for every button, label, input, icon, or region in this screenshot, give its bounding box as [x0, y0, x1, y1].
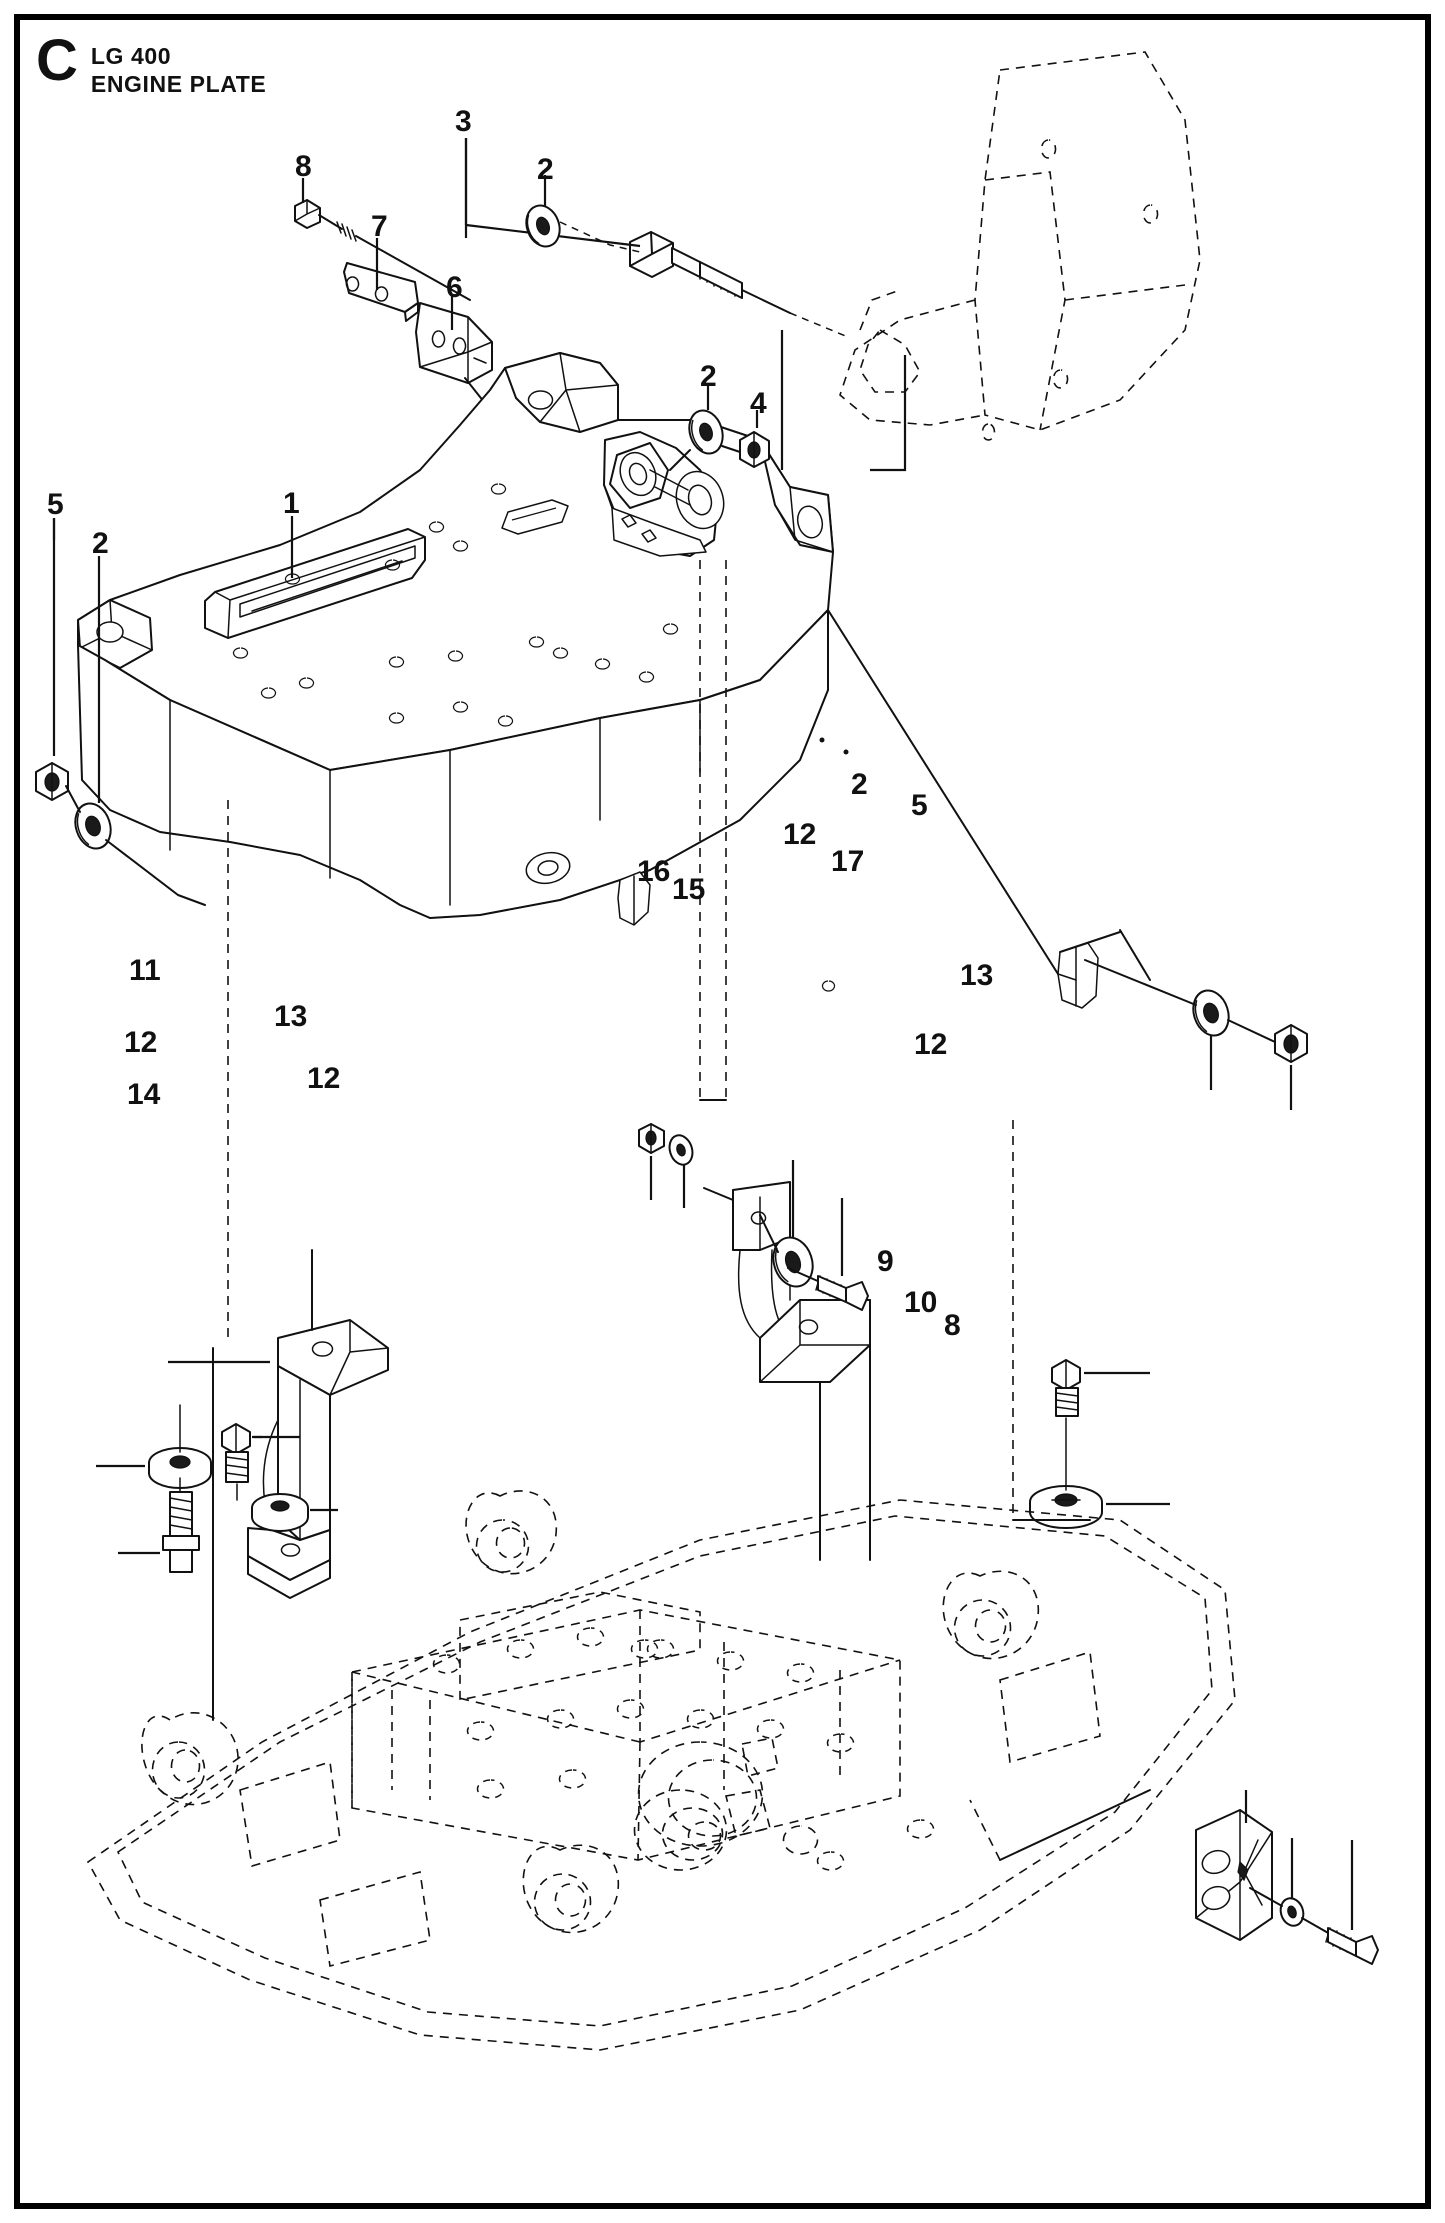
part-8-hex-bolt-upper [294, 199, 471, 301]
part-12-washer-right-lower [1029, 1485, 1103, 1529]
part-12-washer-left-lower [251, 1493, 309, 1532]
link-9-engine [999, 1789, 1151, 1861]
section-name: ENGINE PLATE [90, 71, 267, 98]
asm-9-10 [1249, 1887, 1283, 1907]
title-block: LG 400 ENGINE PLATE [91, 36, 266, 98]
assembly-path-top [559, 221, 641, 253]
callout-12-lu: 12 [124, 1026, 158, 1059]
part-2-washer-right [1192, 989, 1230, 1037]
page-border [14, 14, 1431, 2209]
chapter-letter: C [36, 28, 78, 93]
callout-2-right: 2 [851, 768, 868, 801]
asm-2-4b [721, 445, 741, 453]
asm-bracket-12 [759, 1214, 779, 1253]
asm-bracket-link [703, 1187, 734, 1201]
callout-15: 15 [672, 873, 706, 906]
part-9-mount-block [1195, 1809, 1273, 1941]
callout-3: 3 [455, 105, 472, 138]
part-13-hex-screw-left [221, 1423, 251, 1483]
callout-2-pivot: 2 [700, 360, 717, 393]
asm-2-5-right [1084, 959, 1276, 1043]
asm-2-plate-left [105, 839, 206, 906]
asm-2-4 [669, 449, 691, 471]
part-7-flat-bracket [343, 262, 419, 322]
callout-5-left: 5 [47, 488, 64, 521]
part-16-hex-nut-small [638, 1123, 665, 1154]
callout-13-r: 13 [960, 959, 994, 992]
callout-12-ll: 12 [307, 1062, 341, 1095]
asm-right-up [1119, 929, 1151, 981]
part-1-engine-plate [77, 352, 1121, 1009]
part-2-washer-top [525, 204, 561, 248]
callout-7: 7 [371, 210, 388, 243]
callout-14: 14 [127, 1078, 161, 1111]
callout-8-lower: 8 [944, 1309, 961, 1342]
callout-8-upper: 8 [295, 150, 312, 183]
asm-5-2-left [65, 785, 81, 813]
callout-17: 17 [831, 845, 865, 878]
part-14-flange-bolt [162, 1477, 200, 1573]
callout-2-left: 2 [92, 527, 109, 560]
part-13-hex-screw-right [1051, 1359, 1150, 1417]
part-15-washer-small [668, 1134, 694, 1166]
part-6-spacer-block [415, 302, 493, 384]
assembly-path-top2 [789, 312, 849, 338]
callout-11: 11 [129, 954, 161, 987]
page-header: C LG 400 ENGINE PLATE [36, 28, 266, 98]
part-3-hex-bolt [629, 231, 791, 314]
part-17-hex-screw [787, 1267, 869, 1311]
part-5-hex-nut-left [35, 762, 69, 801]
model-name: LG 400 [90, 43, 172, 69]
callout-5-right: 5 [911, 789, 928, 822]
part-4-lock-nut [739, 431, 770, 468]
callout-13-l: 13 [274, 1000, 308, 1033]
part-2-washer-pivot [688, 409, 724, 455]
callout-10: 10 [904, 1286, 938, 1319]
callout-12-ru: 12 [783, 818, 817, 851]
phantom-leader [870, 355, 907, 472]
callout-6: 6 [446, 271, 463, 304]
engine-phantom-outline [86, 1490, 1236, 2051]
part-5-hex-nut-right [1274, 1024, 1308, 1063]
upper-arm-phantom [839, 51, 1201, 441]
part-2-washer-left [74, 802, 112, 850]
callout-4: 4 [750, 387, 767, 420]
part-10-washer-small [1279, 1897, 1305, 1927]
callout-9: 9 [877, 1245, 894, 1278]
link-9-engine-dash [969, 1799, 1001, 1861]
callout-1: 1 [283, 487, 300, 520]
callout-12-rl: 12 [914, 1028, 948, 1061]
callout-16: 16 [637, 855, 671, 888]
pivot-bracket [603, 431, 725, 557]
part-8-hex-bolt-lower [1301, 1917, 1379, 1965]
callout-2-top: 2 [537, 153, 554, 186]
